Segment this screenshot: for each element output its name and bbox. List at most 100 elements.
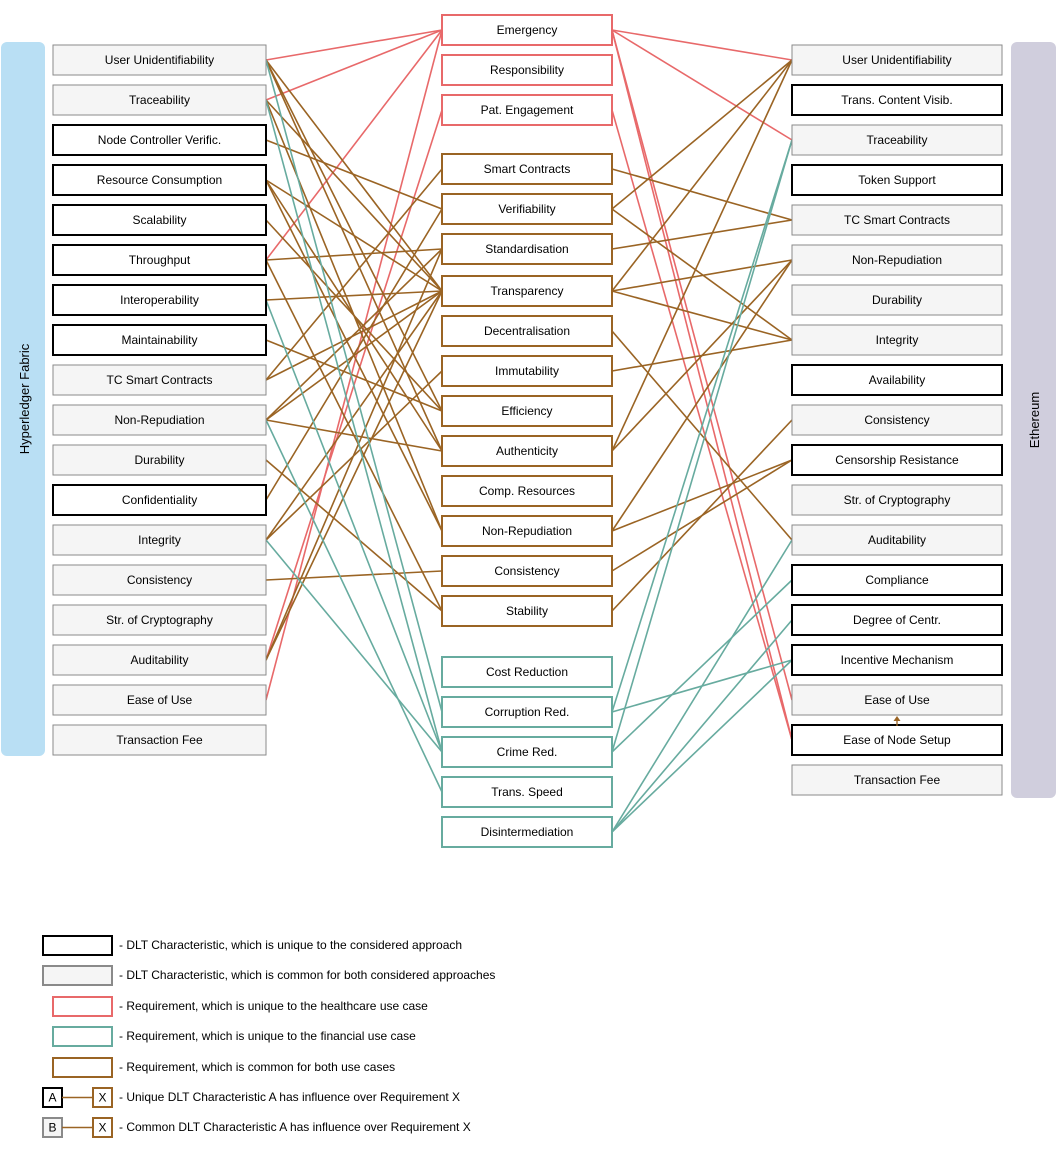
left-characteristic-interoperability: Interoperability (52, 284, 267, 316)
right-characteristic-integrity: Integrity (791, 324, 1003, 356)
right-characteristic-box (791, 524, 1003, 556)
link-left-ease-of-use-to-emergency (265, 29, 443, 701)
requirement-box (441, 656, 613, 688)
legend-swatch (42, 965, 113, 986)
left-characteristic-box (52, 644, 267, 676)
left-characteristic-label: Consistency (127, 573, 192, 587)
right-characteristic-label: Auditability (868, 533, 926, 547)
left-characteristic-user-unidentifiability: User Unidentifiability (52, 44, 267, 76)
requirement-label: Verifiability (498, 202, 555, 216)
left-characteristic-label: Resource Consumption (97, 173, 222, 187)
link-transparency-to-right-user-unidentifiability (611, 59, 793, 292)
right-characteristic-label: Transaction Fee (854, 773, 941, 787)
left-characteristic-box (52, 684, 267, 716)
requirement-crime-red: Crime Red. (441, 736, 613, 768)
link-disintermediation-to-right-degree-of-centr (611, 619, 793, 833)
right-characteristic-label: Non-Repudiation (852, 253, 942, 267)
right-characteristic-box (791, 564, 1003, 596)
link-emergency-to-right-user-unidentifiability (611, 29, 793, 61)
link-left-interoperability-to-transparency (265, 290, 443, 301)
legend-item-2: - DLT Characteristic, which is common fo… (42, 965, 495, 986)
requirement-box (441, 193, 613, 225)
link-left-non-repudiation-to-standardisation (265, 248, 443, 421)
right-characteristic-trans-content-visib: Trans. Content Visib. (791, 84, 1003, 116)
right-characteristic-box (791, 724, 1003, 756)
left-characteristic-throughput: Throughput (52, 244, 267, 276)
left-characteristic-box (52, 124, 267, 156)
left-characteristic-label: Non-Repudiation (114, 413, 204, 427)
right-characteristic-auditability: Auditability (791, 524, 1003, 556)
requirement-emergency: Emergency (441, 14, 613, 46)
requirement-comp-resources: Comp. Resources (441, 475, 613, 507)
link-left-resource-consumption-to-transparency (265, 179, 443, 292)
right-characteristic-ease-of-node-setup: Ease of Node Setup (791, 724, 1003, 756)
link-authenticity-to-right-user-unidentifiability (611, 59, 793, 452)
requirement-label: Trans. Speed (491, 785, 563, 799)
requirement-label: Corruption Red. (485, 705, 570, 719)
link-left-throughput-to-emergency (265, 29, 443, 261)
requirement-box (441, 395, 613, 427)
right-characteristic-box (791, 764, 1003, 796)
link-left-durability-to-stability (265, 459, 443, 612)
right-characteristic-box (791, 324, 1003, 356)
link-emergency-to-right-ease-of-node-setup (611, 29, 793, 741)
requirement-box (441, 515, 613, 547)
left-characteristic-traceability: Traceability (52, 84, 267, 116)
link-smart-contracts-to-right-tc-smart-contracts (611, 168, 793, 221)
legend-req-box (92, 1117, 113, 1138)
left-characteristic-box (52, 564, 267, 596)
legend-char-letter: B (48, 1121, 56, 1135)
right-characteristic-censorship-resistance: Censorship Resistance (791, 444, 1003, 476)
requirement-box (441, 696, 613, 728)
right-characteristic-box (791, 604, 1003, 636)
legend-char-letter: A (48, 1091, 56, 1105)
left-characteristic-label: Scalability (132, 213, 186, 227)
requirement-box (441, 54, 613, 86)
left-characteristic-label: Confidentiality (122, 493, 197, 507)
legend-item-1: - DLT Characteristic, which is unique to… (42, 935, 462, 956)
link-left-user-unidentifiability-to-corruption-red (265, 59, 443, 713)
requirement-label: Standardisation (485, 242, 568, 256)
left-band-label: Hyperledger Fabric (17, 343, 32, 454)
link-disintermediation-to-right-incentive-mechanism (611, 659, 793, 833)
legend-text: - Unique DLT Characteristic A has influe… (119, 1090, 460, 1104)
right-characteristic-label: Trans. Content Visib. (841, 93, 952, 107)
requirement-box (441, 475, 613, 507)
left-characteristic-label: Throughput (129, 253, 191, 267)
right-characteristic-label: Compliance (865, 573, 929, 587)
left-characteristic-label: Ease of Use (127, 693, 193, 707)
right-characteristic-tc-smart-contracts: TC Smart Contracts (791, 204, 1003, 236)
right-characteristic-label: TC Smart Contracts (844, 213, 950, 227)
requirement-box (441, 595, 613, 627)
requirement-smart-contracts: Smart Contracts (441, 153, 613, 185)
requirement-disintermediation: Disintermediation (441, 816, 613, 848)
link-layer (265, 29, 793, 833)
requirement-label: Transparency (491, 284, 564, 298)
requirement-corruption-red: Corruption Red. (441, 696, 613, 728)
right-characteristic-box (791, 124, 1003, 156)
left-characteristic-box (52, 324, 267, 356)
right-characteristic-str-of-cryptography: Str. of Cryptography (791, 484, 1003, 516)
right-characteristic-box (791, 644, 1003, 676)
legend-text: - Common DLT Characteristic A has influe… (119, 1120, 471, 1134)
link-left-auditability-to-transparency (265, 290, 443, 661)
left-characteristic-box (52, 244, 267, 276)
right-characteristic-box (791, 404, 1003, 436)
requirement-label: Disintermediation (481, 825, 574, 839)
right-characteristic-box (791, 284, 1003, 316)
left-characteristic-label: Traceability (129, 93, 190, 107)
right-band (1011, 42, 1056, 798)
left-characteristic-ease-of-use: Ease of Use (52, 684, 267, 716)
left-characteristic-box (52, 524, 267, 556)
requirement-pat-engagement: Pat. Engagement (441, 94, 613, 126)
right-characteristic-box (791, 244, 1003, 276)
link-left-confidentiality-to-verifiability (265, 208, 443, 501)
right-characteristic-label: Token Support (858, 173, 936, 187)
right-characteristic-box (791, 164, 1003, 196)
legend-item-4: - Requirement, which is unique to the fi… (52, 1026, 416, 1047)
requirement-label: Comp. Resources (479, 484, 575, 498)
right-characteristic-label: Degree of Centr. (853, 613, 941, 627)
link-left-traceability-to-emergency (265, 29, 443, 101)
